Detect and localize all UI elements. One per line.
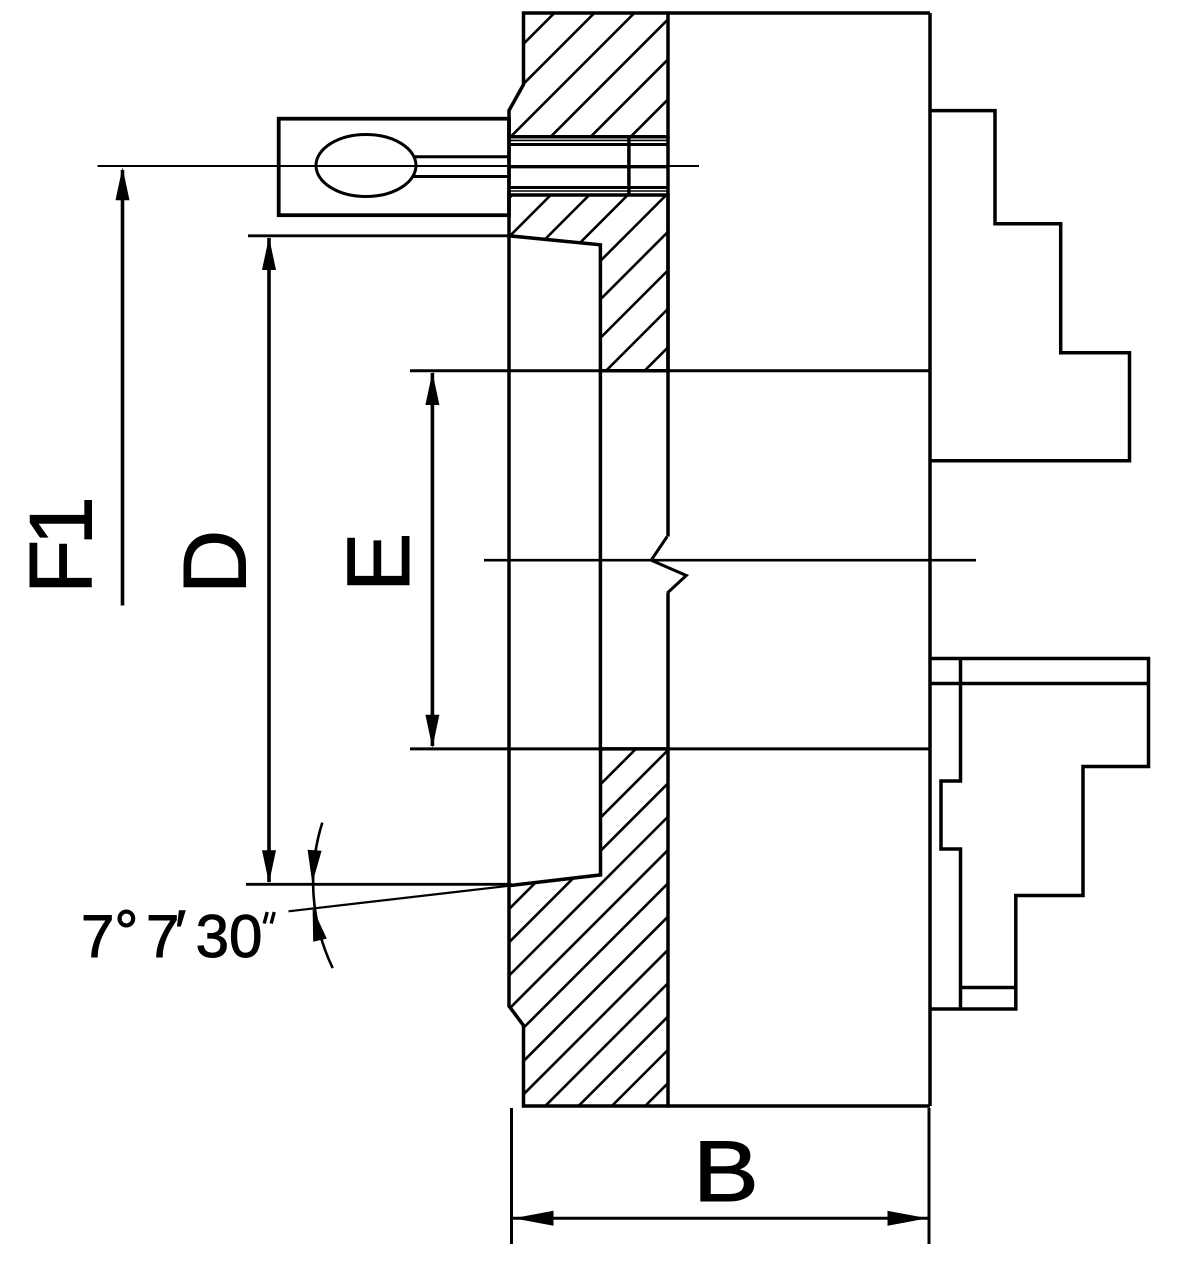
- svg-text:7: 7: [146, 903, 179, 970]
- svg-text:°: °: [114, 899, 138, 966]
- svg-text:7: 7: [81, 903, 114, 970]
- svg-text:E: E: [328, 533, 428, 592]
- svg-text:′: ′: [175, 898, 186, 965]
- svg-text:B: B: [693, 1123, 759, 1219]
- svg-text:30: 30: [196, 903, 263, 970]
- svg-text:D: D: [165, 530, 265, 594]
- svg-text:F1: F1: [11, 500, 111, 594]
